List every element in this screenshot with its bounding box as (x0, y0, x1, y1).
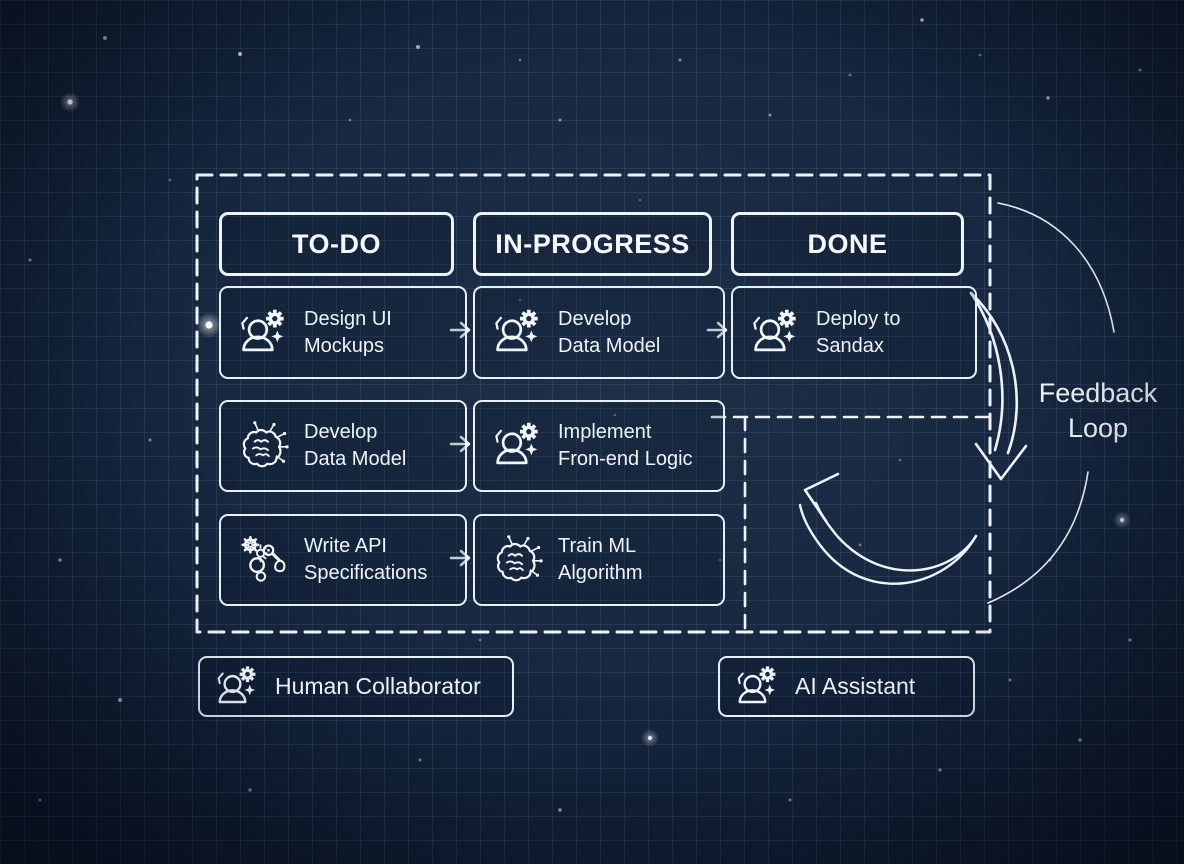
human-gear-icon (490, 419, 544, 473)
card-label: Develop Data Model (558, 307, 661, 357)
legend-ai-assistant: AI Assistant (718, 656, 975, 717)
legend-ai-assistant-label: AI Assistant (795, 673, 916, 699)
brain-circuit-icon (236, 419, 290, 473)
column-header-done-label: DONE (807, 228, 888, 259)
human-gear-icon (236, 306, 290, 360)
legend-human-collaborator-label: Human Collaborator (275, 673, 481, 699)
card-label: Develop Data Model (304, 421, 407, 470)
human-gear-icon (490, 306, 544, 360)
card-label: Implement Fron-end Logic (558, 421, 693, 470)
card-design-ui-mockups: Design UI Mockups (219, 286, 467, 379)
feedback-loop-label: Feedback Loop (1038, 378, 1158, 443)
brain-circuit-icon (490, 533, 544, 587)
robot-arm-icon (236, 533, 290, 587)
legend-human-collaborator: Human Collaborator (198, 656, 514, 717)
return-loop-arrow (798, 472, 978, 585)
human-gear-icon (733, 663, 781, 711)
card-implement-front-end-logic: Implement Fron-end Logic (473, 400, 725, 492)
human-gear-icon (213, 663, 261, 711)
card-develop-data-model-inprogress: Develop Data Model (473, 286, 725, 379)
column-header-todo-label: TO-DO (292, 228, 381, 259)
column-header-done: DONE (731, 212, 964, 276)
card-develop-data-model-todo: Develop Data Model (219, 400, 467, 492)
card-label: Train ML Algorithm (558, 535, 643, 584)
card-deploy-to-sandax: Deploy to Sandax (731, 286, 977, 379)
card-label: Deploy to Sandax (816, 307, 901, 357)
card-train-ml-algorithm: Train ML Algorithm (473, 514, 725, 606)
card-label: Write API Specifications (304, 535, 428, 584)
column-header-in-progress: IN-PROGRESS (473, 212, 712, 276)
human-gear-icon (748, 306, 802, 360)
column-header-in-progress-label: IN-PROGRESS (495, 228, 690, 259)
card-label: Design UI Mockups (304, 307, 392, 357)
inner-dashed-region (710, 415, 992, 632)
column-header-todo: TO-DO (219, 212, 454, 276)
card-write-api-specifications: Write API Specifications (219, 514, 467, 606)
